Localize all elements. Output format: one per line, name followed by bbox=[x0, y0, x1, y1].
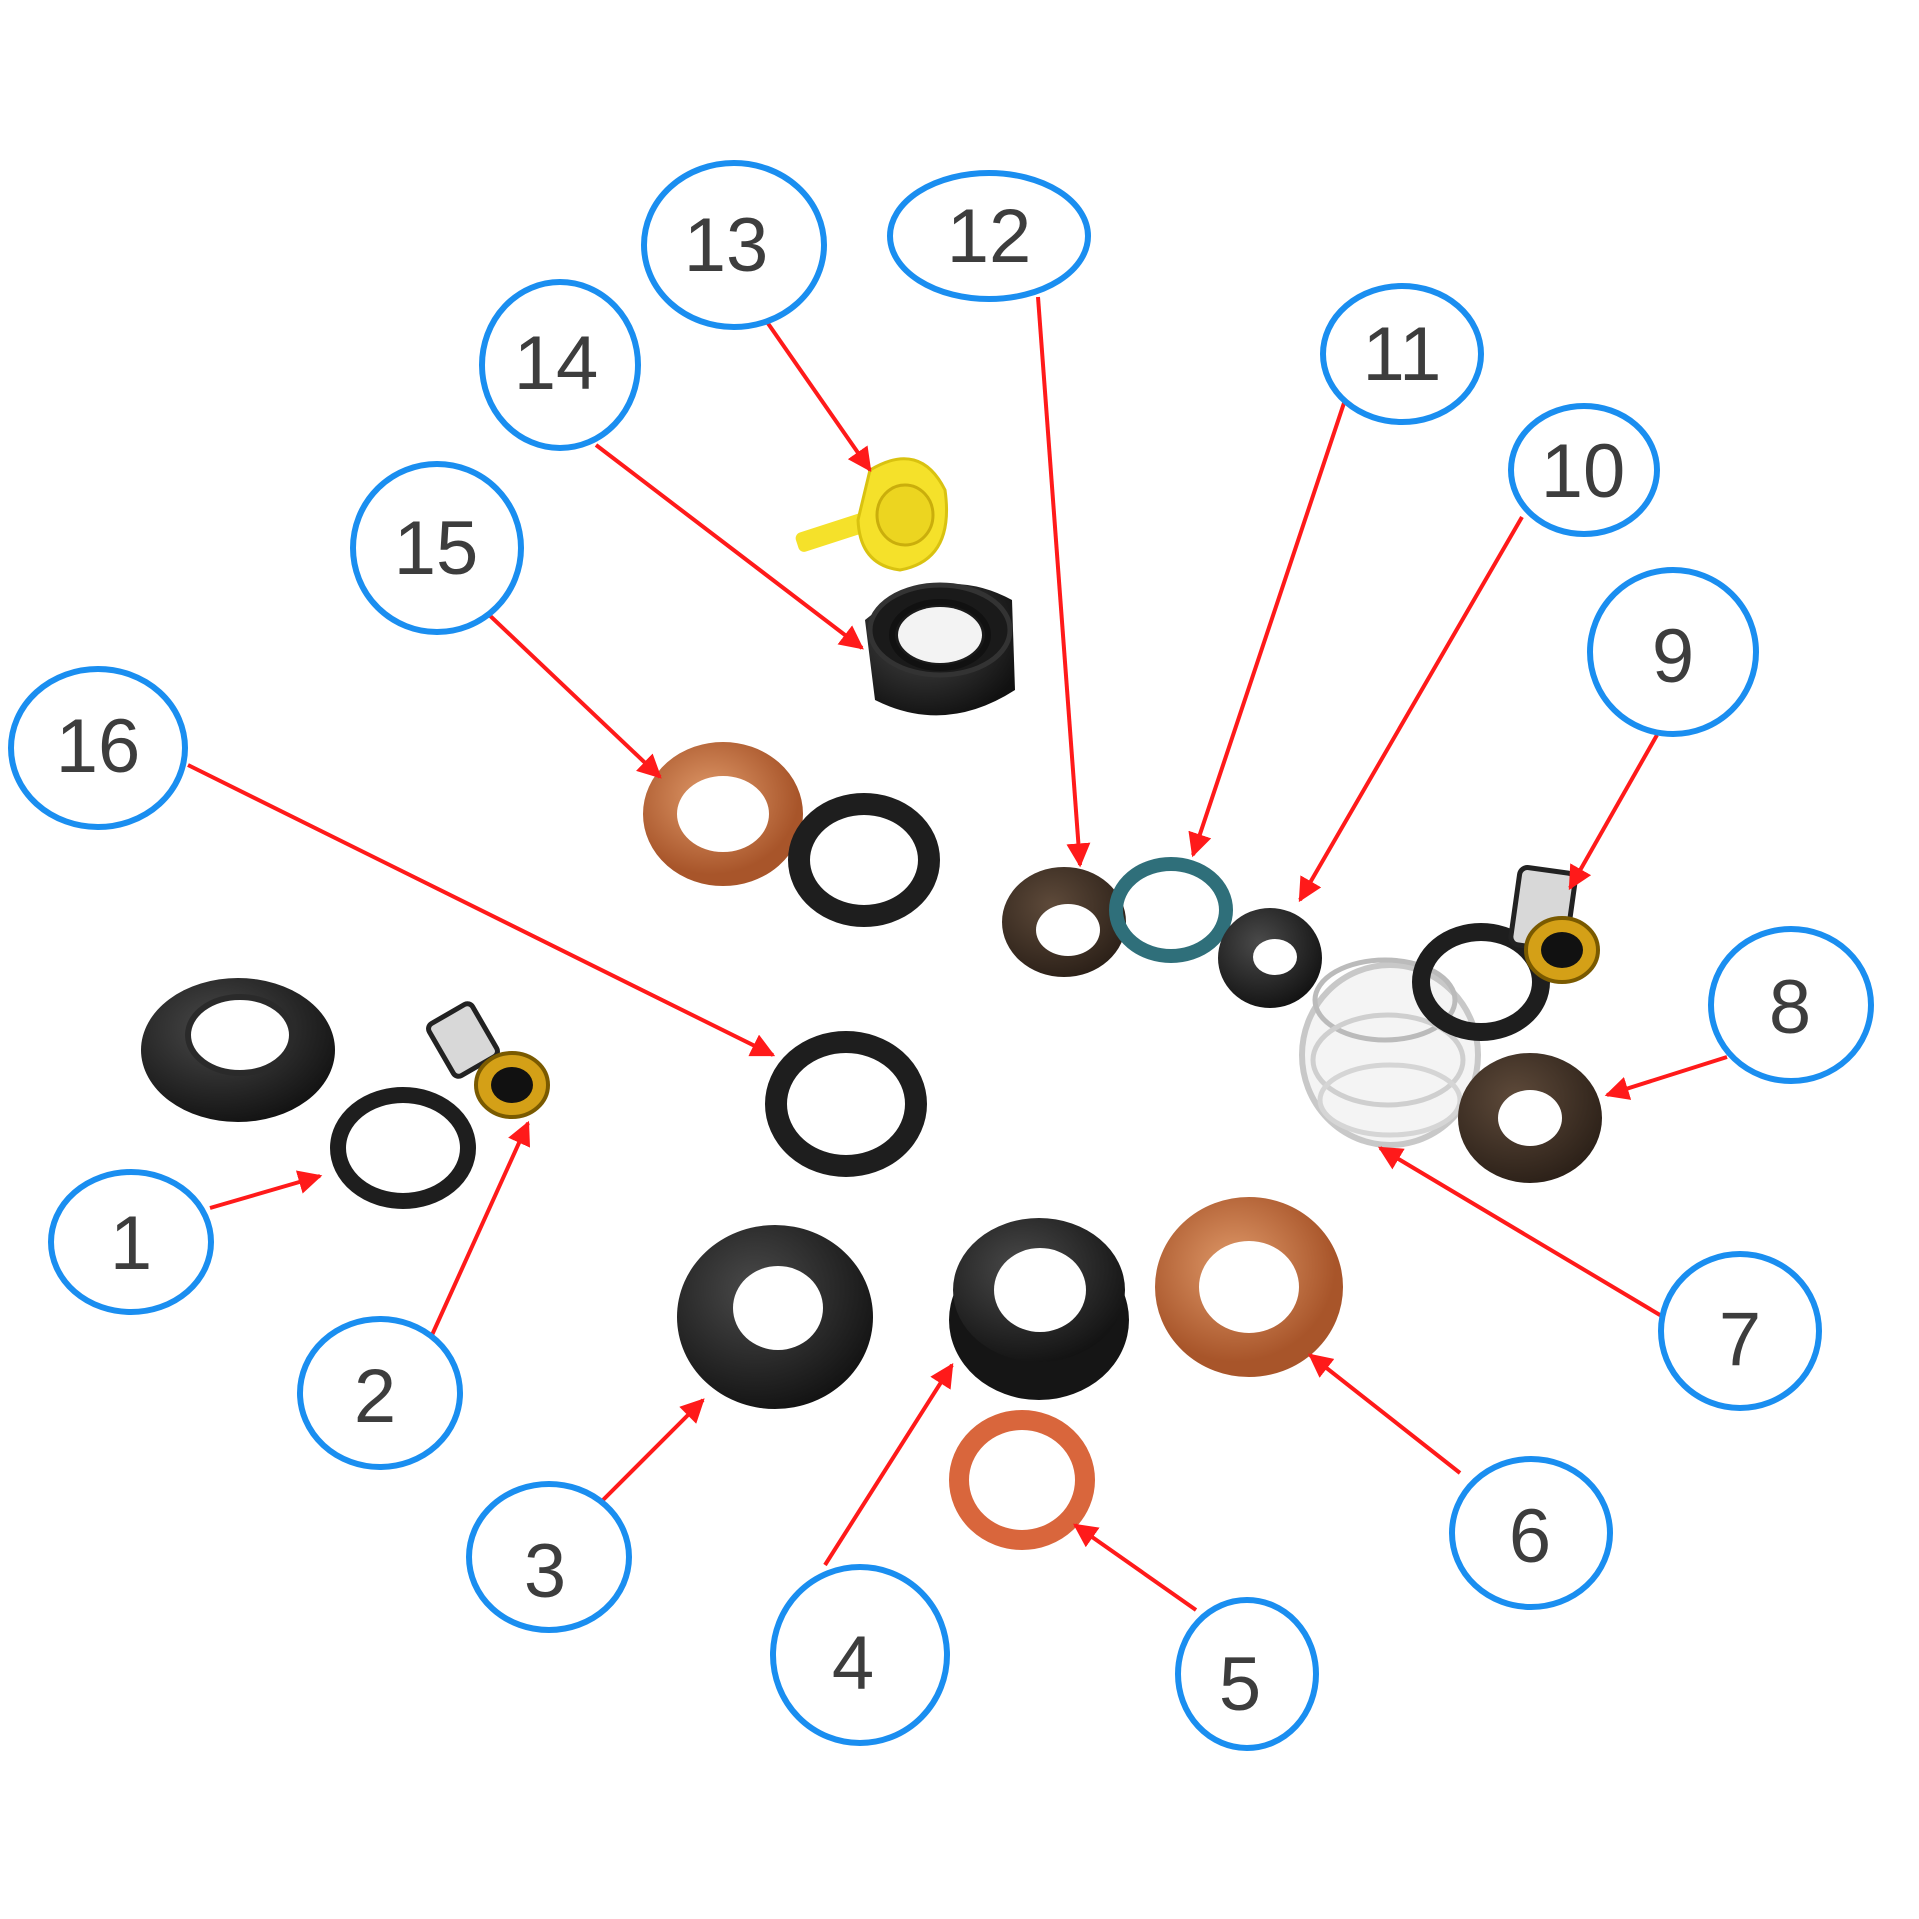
callout-14: 14 bbox=[479, 279, 641, 451]
part-3-grommet bbox=[677, 1225, 873, 1409]
part-8-o-ring bbox=[1458, 1053, 1602, 1183]
part-7-black-ring bbox=[1412, 923, 1550, 1041]
callout-2: 2 bbox=[297, 1316, 463, 1470]
arrow-4 bbox=[823, 1362, 954, 1567]
part-10-washer bbox=[1218, 908, 1322, 1008]
callout-1: 1 bbox=[48, 1169, 214, 1315]
part-12-washer bbox=[1002, 867, 1126, 977]
arrow-14 bbox=[594, 443, 864, 650]
part-13-pintle-cap bbox=[795, 457, 948, 572]
callout-3-label: 3 bbox=[524, 1529, 566, 1614]
callout-10: 10 bbox=[1508, 403, 1660, 537]
arrow-6 bbox=[1308, 1353, 1462, 1475]
callout-11: 11 bbox=[1320, 283, 1484, 425]
callout-6-label: 6 bbox=[1509, 1494, 1551, 1579]
callout-5: 5 bbox=[1175, 1597, 1319, 1751]
callout-5-label: 5 bbox=[1219, 1642, 1261, 1727]
arrow-16 bbox=[187, 763, 776, 1057]
arrow-8 bbox=[1604, 1055, 1728, 1100]
callout-9-label: 9 bbox=[1652, 614, 1694, 699]
parts-layer bbox=[141, 457, 1602, 1550]
callout-8-label: 8 bbox=[1769, 965, 1811, 1050]
arrow-3 bbox=[598, 1398, 705, 1505]
callout-7: 7 bbox=[1658, 1251, 1822, 1411]
callout-16: 16 bbox=[8, 666, 188, 830]
part-7-spacer bbox=[1299, 957, 1481, 1148]
part-15-black-ring bbox=[788, 793, 940, 927]
part-2-micro-filter bbox=[426, 1001, 550, 1119]
callout-12: 12 bbox=[887, 170, 1091, 302]
callout-12-label: 12 bbox=[947, 194, 1032, 279]
part-1-o-ring bbox=[330, 1087, 476, 1209]
part-1-grommet-large bbox=[141, 978, 335, 1122]
callouts-layer: 1 2 3 4 5 6 7 8 bbox=[8, 160, 1874, 1751]
arrow-15 bbox=[482, 608, 662, 779]
callout-15-label: 15 bbox=[394, 506, 479, 591]
arrow-13 bbox=[765, 320, 872, 472]
arrow-10 bbox=[1298, 515, 1524, 903]
part-5-o-ring bbox=[949, 1410, 1095, 1550]
part-4-grommet bbox=[949, 1218, 1129, 1400]
callout-9: 9 bbox=[1587, 567, 1759, 737]
callout-6: 6 bbox=[1449, 1456, 1613, 1610]
callout-8: 8 bbox=[1708, 926, 1874, 1084]
part-15-o-ring bbox=[643, 742, 803, 886]
callout-16-label: 16 bbox=[56, 704, 141, 789]
part-6-o-ring bbox=[1155, 1197, 1343, 1377]
part-16-o-ring bbox=[765, 1031, 927, 1177]
arrow-1 bbox=[209, 1170, 323, 1210]
arrow-11 bbox=[1188, 402, 1346, 858]
callout-11-label: 11 bbox=[1363, 312, 1442, 397]
callout-15: 15 bbox=[350, 461, 524, 635]
callout-2-label: 2 bbox=[354, 1354, 396, 1439]
arrow-9 bbox=[1568, 734, 1659, 891]
part-9-micro-filter bbox=[1508, 865, 1600, 984]
arrow-2 bbox=[430, 1120, 531, 1336]
arrow-12 bbox=[1036, 296, 1091, 868]
callout-1-label: 1 bbox=[110, 1201, 152, 1286]
callout-13-label: 13 bbox=[684, 203, 769, 288]
callout-3: 3 bbox=[466, 1481, 632, 1633]
callout-13: 13 bbox=[641, 160, 827, 330]
arrow-7 bbox=[1377, 1146, 1667, 1320]
arrows-layer bbox=[187, 296, 1728, 1612]
arrow-5 bbox=[1073, 1523, 1198, 1612]
callout-10-label: 10 bbox=[1541, 429, 1626, 514]
callout-14-label: 14 bbox=[514, 321, 599, 406]
callout-4-label: 4 bbox=[832, 1621, 874, 1706]
callout-4: 4 bbox=[770, 1564, 950, 1746]
callout-7-label: 7 bbox=[1719, 1297, 1761, 1382]
part-11-split-ring bbox=[1109, 857, 1233, 963]
part-14-seal-cup bbox=[865, 582, 1015, 716]
